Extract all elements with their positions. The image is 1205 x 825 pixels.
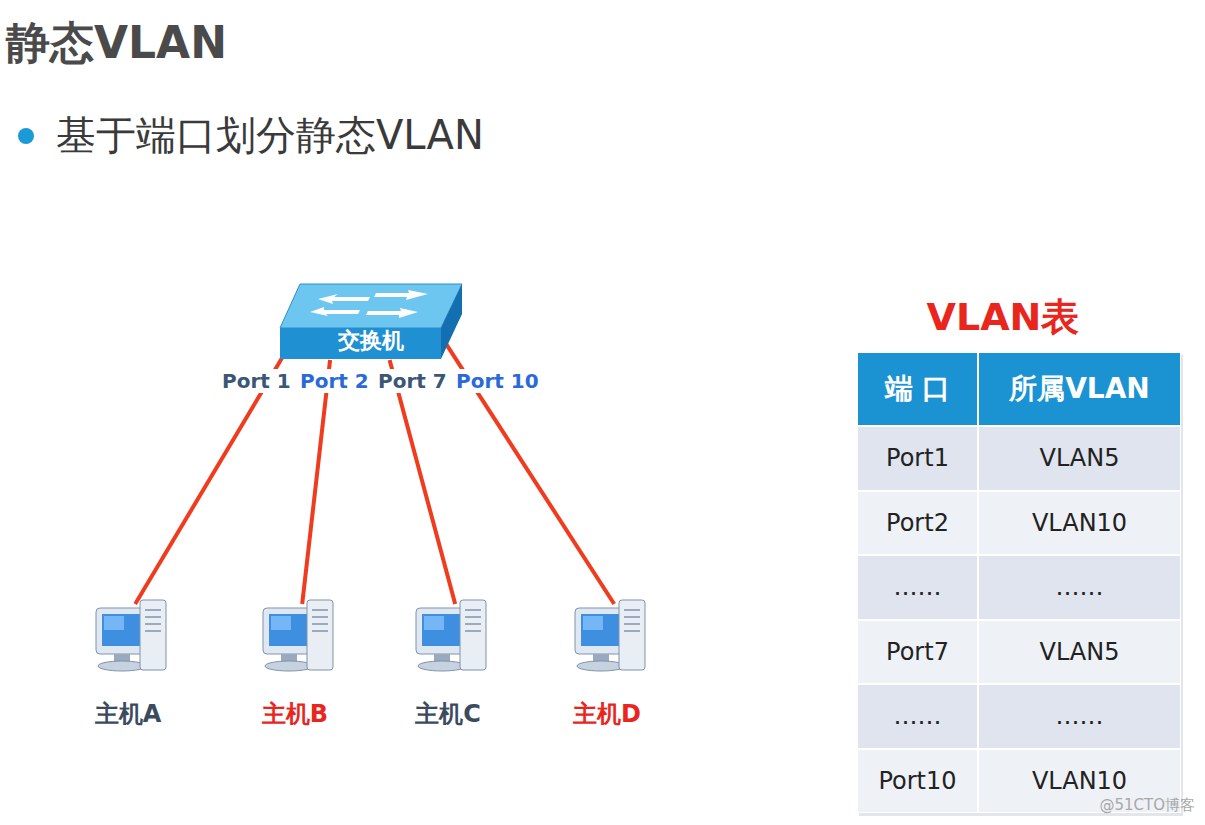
network-cable — [390, 360, 456, 604]
table-cell: …… — [978, 555, 1181, 620]
port-label: Port 10 — [454, 369, 541, 393]
table-cell: VLAN5 — [978, 620, 1181, 685]
table-cell: Port2 — [857, 491, 978, 556]
port-label: Port 1 — [220, 369, 293, 393]
table-title: VLAN表 — [927, 292, 1080, 343]
watermark: @51CTO博客 — [1099, 796, 1195, 815]
table-cell: VLAN10 — [978, 491, 1181, 556]
table-cell: Port10 — [857, 749, 978, 814]
bullet-text: 基于端口划分静态VLAN — [56, 108, 484, 163]
slide-title: 静态VLAN — [6, 14, 227, 73]
host-label: 主机C — [388, 698, 508, 730]
port-label: Port 2 — [298, 369, 371, 393]
table-cell: Port1 — [857, 426, 978, 491]
table-cell: …… — [978, 684, 1181, 749]
port-label: Port 7 — [376, 369, 449, 393]
table-cell: Port7 — [857, 620, 978, 685]
table-cell: …… — [857, 555, 978, 620]
host-label: 主机B — [235, 698, 355, 730]
host-label: 主机D — [547, 698, 667, 730]
switch-box: 交换机 — [278, 282, 464, 360]
switch-label: 交换机 — [278, 326, 464, 356]
table-cell: VLAN5 — [978, 426, 1181, 491]
table-header-cell: 所属VLAN — [978, 352, 1181, 426]
host-label: 主机A — [68, 698, 188, 730]
host-computer: 主机C — [388, 598, 508, 730]
network-cable — [445, 343, 614, 604]
table-header-cell: 端 口 — [857, 352, 978, 426]
host-computer: 主机B — [235, 598, 355, 730]
network-cable — [302, 360, 330, 604]
bullet-dot — [18, 128, 34, 144]
host-computer: 主机A — [68, 598, 188, 730]
table-cell: …… — [857, 684, 978, 749]
host-computer: 主机D — [547, 598, 667, 730]
